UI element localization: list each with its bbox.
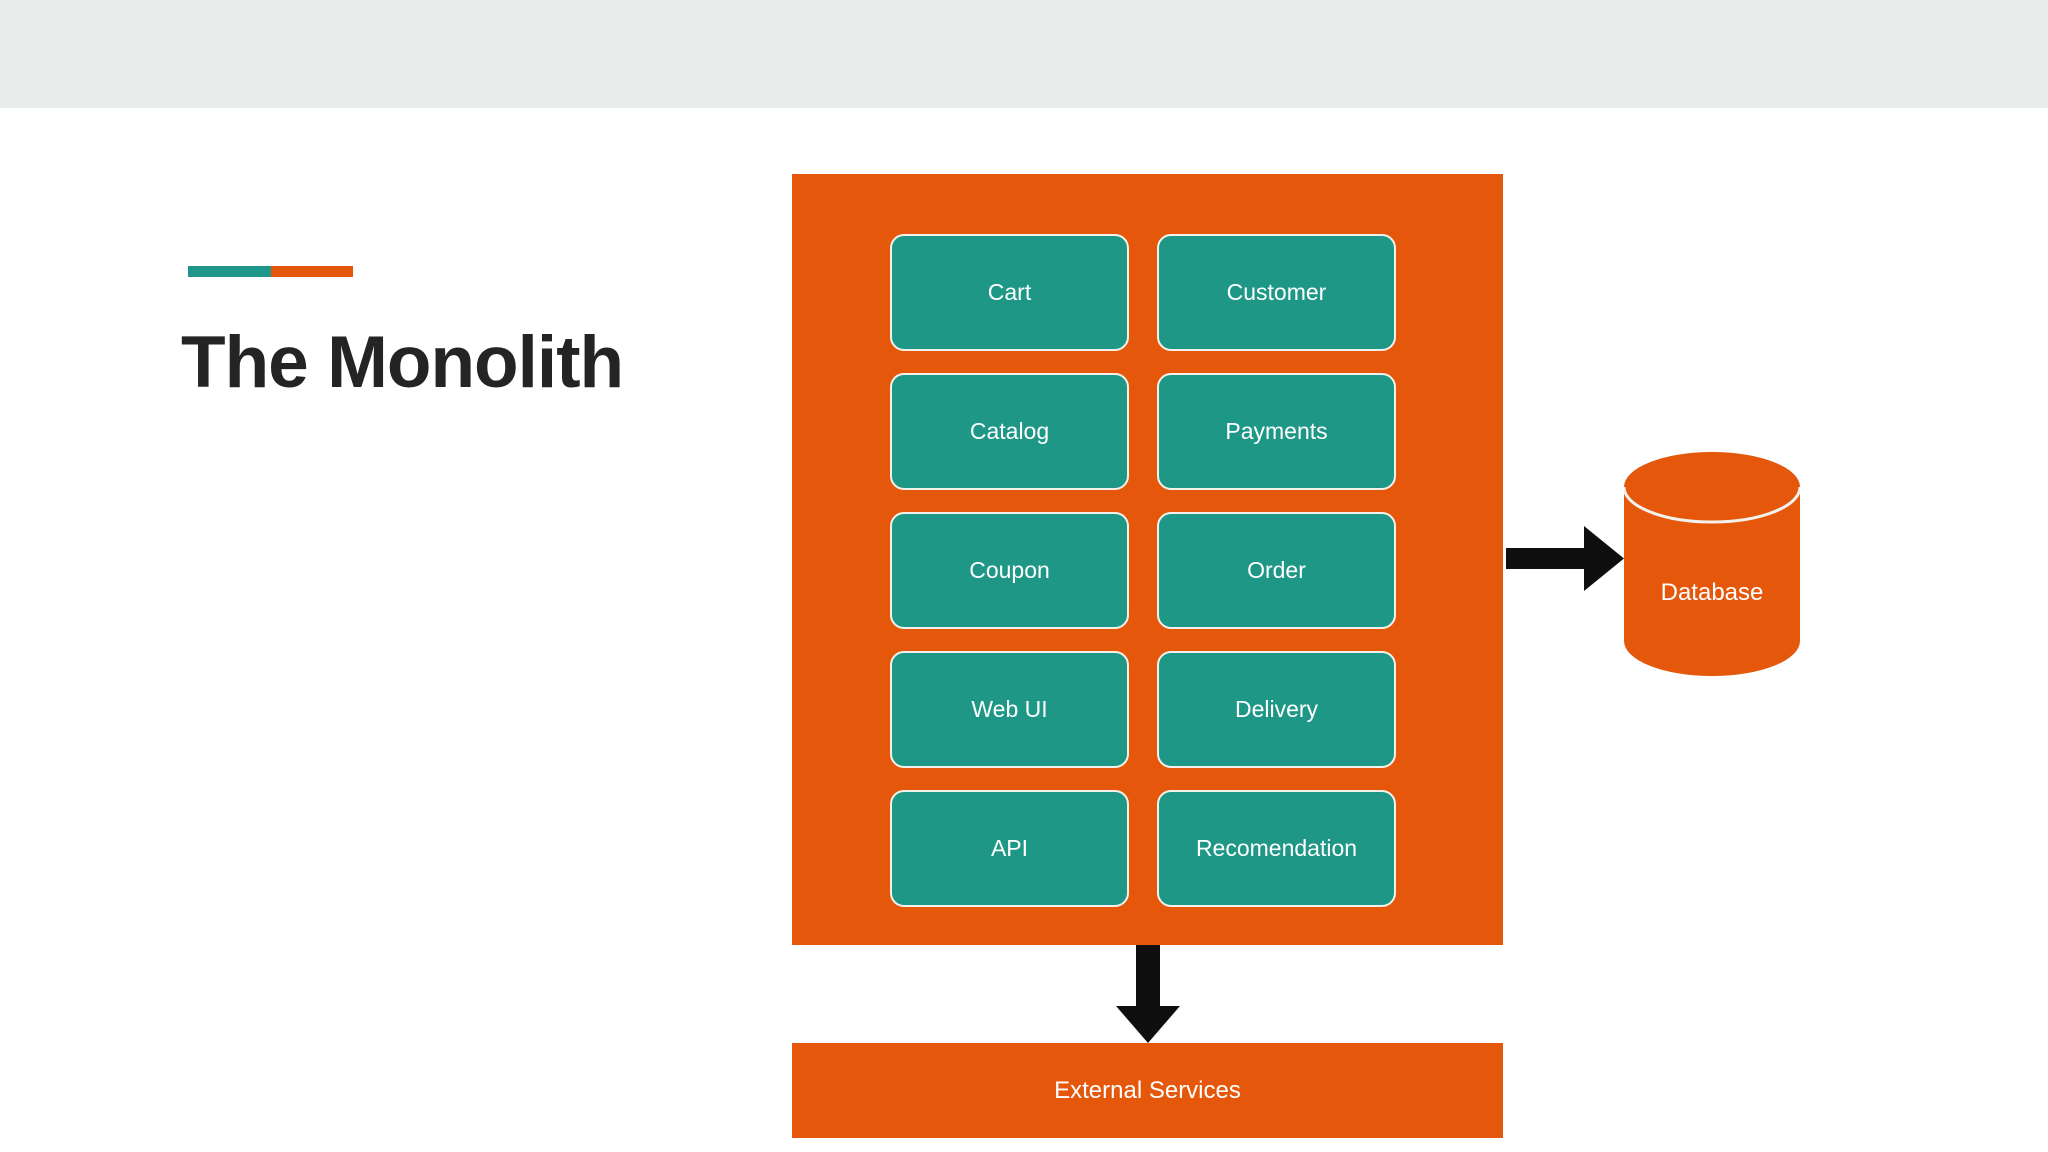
title-divider — [188, 266, 353, 277]
arrow-right-icon — [1506, 526, 1624, 591]
module-grid: Cart Customer Catalog Payments Coupon Or… — [890, 234, 1396, 907]
module-label: Order — [1247, 557, 1306, 583]
database-label: Database — [1661, 579, 1764, 606]
module-label: Payments — [1225, 418, 1328, 444]
slide-top-accent-bar — [0, 0, 2048, 108]
module-box: Payments — [1157, 373, 1396, 490]
module-label: Cart — [987, 279, 1032, 305]
module-box: Delivery — [1157, 651, 1396, 768]
arrow-down-icon — [1116, 945, 1180, 1043]
module-box: Order — [1157, 512, 1396, 629]
module-label: Web UI — [971, 696, 1048, 722]
external-services-label: External Services — [1054, 1076, 1241, 1104]
module-box: API — [890, 790, 1129, 907]
title-divider-teal-segment — [188, 266, 271, 277]
module-label: Catalog — [969, 418, 1050, 444]
module-label: Coupon — [969, 557, 1050, 583]
module-label: API — [990, 835, 1029, 861]
database-cylinder-icon: Database — [1624, 452, 1800, 676]
module-label: Delivery — [1234, 696, 1319, 722]
module-label: Recomendation — [1195, 835, 1358, 861]
title-divider-orange-segment — [271, 266, 353, 277]
module-box: Web UI — [890, 651, 1129, 768]
module-box: Catalog — [890, 373, 1129, 490]
external-services-bar: External Services — [792, 1043, 1503, 1138]
module-box: Recomendation — [1157, 790, 1396, 907]
module-box: Customer — [1157, 234, 1396, 351]
module-box: Cart — [890, 234, 1129, 351]
page-title: The Monolith — [181, 322, 624, 403]
module-label: Customer — [1226, 279, 1327, 305]
module-box: Coupon — [890, 512, 1129, 629]
